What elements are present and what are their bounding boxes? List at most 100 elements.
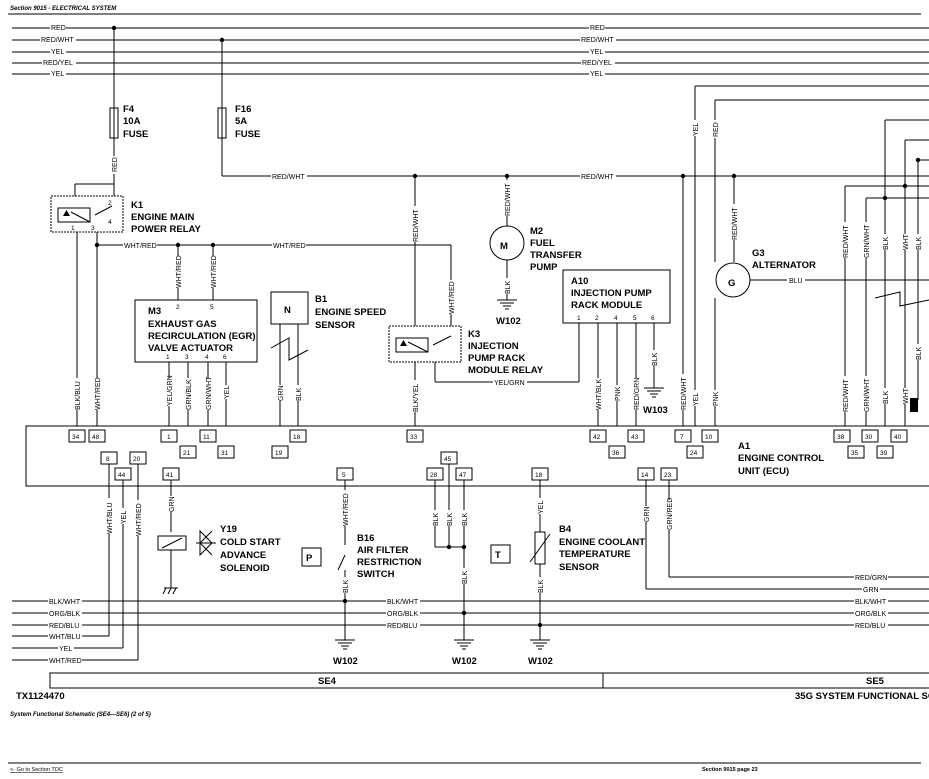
svg-text:WHT/BLU: WHT/BLU bbox=[49, 634, 81, 641]
svg-text:ORG/BLK: ORG/BLK bbox=[49, 611, 80, 618]
svg-text:YEL: YEL bbox=[224, 386, 231, 399]
svg-text:2: 2 bbox=[176, 304, 180, 311]
svg-text:GRN: GRN bbox=[644, 506, 651, 522]
svg-text:WHT: WHT bbox=[903, 387, 910, 404]
section-se5: SE5 bbox=[866, 676, 885, 687]
bus-label-redyel-right: RED/YEL bbox=[582, 60, 612, 67]
lower-harness: WHT/BLU YEL WHT/RED GRN GRN/RED BLK/WHT … bbox=[12, 464, 929, 665]
toc-link[interactable]: <- Go to Section TOC bbox=[10, 767, 63, 773]
k1-line1: ENGINE MAIN bbox=[131, 212, 194, 223]
b4-line3: SENSOR bbox=[559, 562, 599, 573]
bus-label-yel-left: YEL bbox=[51, 49, 64, 56]
svg-text:GRN/RED: GRN/RED bbox=[667, 498, 674, 530]
b4-ground: W102 bbox=[528, 656, 553, 667]
figure-id: TX1124470 bbox=[16, 691, 65, 702]
g3-symbol: G bbox=[728, 278, 735, 289]
svg-text:RED/WHT: RED/WHT bbox=[843, 379, 850, 412]
svg-text:ORG/BLK: ORG/BLK bbox=[387, 611, 418, 618]
b16-id: B16 bbox=[357, 533, 374, 544]
bus-label-redwht-left: RED/WHT bbox=[41, 37, 74, 44]
svg-text:10: 10 bbox=[705, 434, 713, 441]
svg-text:14: 14 bbox=[641, 472, 649, 479]
svg-text:19: 19 bbox=[275, 450, 283, 457]
svg-text:RED: RED bbox=[713, 122, 720, 137]
svg-text:RED/WHT: RED/WHT bbox=[505, 183, 512, 216]
b16-symbol: P bbox=[306, 553, 313, 564]
fuse-f16: F16 5A FUSE RED/WHT RED/WHT bbox=[217, 40, 929, 181]
svg-text:34: 34 bbox=[72, 434, 80, 441]
k3-id: K3 bbox=[468, 329, 480, 340]
mid-ground: W102 bbox=[452, 656, 477, 667]
bus-label-red-left: RED bbox=[51, 25, 66, 32]
svg-text:7: 7 bbox=[680, 434, 684, 441]
b1-symbol: N bbox=[284, 305, 291, 316]
svg-text:RED/BLU: RED/BLU bbox=[387, 623, 417, 630]
b4-line2: TEMPERATURE bbox=[559, 549, 631, 560]
figure-caption: System Functional Schematic (SE4—SE6) (2… bbox=[10, 712, 151, 718]
svg-text:RED/GRN: RED/GRN bbox=[634, 378, 641, 410]
fuel-pump-m2: RED/WHT M BLK W102 M2 FUEL TRANSFER PUMP bbox=[489, 176, 582, 327]
coolant-sensor-b4: YEL T BLK W102 B4 ENGINE COOLANT TEMPERA… bbox=[490, 480, 645, 667]
y19-line1: COLD START bbox=[220, 537, 281, 548]
svg-text:18: 18 bbox=[293, 434, 301, 441]
svg-text:3: 3 bbox=[185, 354, 189, 361]
svg-text:4: 4 bbox=[614, 315, 618, 322]
svg-text:BLK/WHT: BLK/WHT bbox=[855, 599, 887, 606]
svg-text:WHT: WHT bbox=[903, 233, 910, 250]
svg-text:33: 33 bbox=[410, 434, 418, 441]
a10-line1: INJECTION PUMP bbox=[571, 288, 652, 299]
svg-text:RED/WHT: RED/WHT bbox=[681, 377, 688, 410]
svg-text:20: 20 bbox=[133, 456, 141, 463]
svg-text:5: 5 bbox=[210, 304, 214, 311]
svg-text:41: 41 bbox=[166, 472, 174, 479]
svg-text:GRN: GRN bbox=[863, 587, 879, 594]
svg-text:WHT/RED: WHT/RED bbox=[49, 658, 82, 665]
section-bar: SE4 SE5 TX1124470 35G SYSTEM FUNCTIONAL … bbox=[10, 672, 929, 718]
svg-text:39: 39 bbox=[880, 450, 888, 457]
a1-line2: UNIT (ECU) bbox=[738, 466, 789, 477]
k1-pin3-wire: WHT/RED bbox=[95, 377, 102, 410]
b16-line3: SWITCH bbox=[357, 569, 395, 580]
m2-symbol: M bbox=[500, 241, 508, 252]
ecu-pin-boxes: 34 48 1 21 11 31 19 18 33 42 36 43 7 24 … bbox=[68, 429, 908, 459]
svg-text:RED/WHT: RED/WHT bbox=[732, 207, 739, 240]
svg-text:28: 28 bbox=[430, 472, 438, 479]
svg-text:BLK: BLK bbox=[462, 570, 469, 584]
svg-text:WHT/RED: WHT/RED bbox=[449, 281, 456, 314]
svg-text:YEL: YEL bbox=[538, 501, 545, 514]
svg-text:GRN/WHT: GRN/WHT bbox=[864, 378, 871, 412]
svg-text:RED/GRN: RED/GRN bbox=[855, 575, 887, 582]
f16-wire-label: RED/WHT bbox=[272, 174, 305, 181]
f16-rating: 5A bbox=[235, 116, 247, 127]
svg-text:5: 5 bbox=[342, 472, 346, 479]
a10-line2: RACK MODULE bbox=[571, 300, 642, 311]
svg-text:PNK: PNK bbox=[615, 386, 622, 401]
bus-label-red-right: RED bbox=[590, 25, 605, 32]
svg-text:43: 43 bbox=[631, 434, 639, 441]
svg-text:40: 40 bbox=[894, 434, 902, 441]
b1-line1: ENGINE SPEED bbox=[315, 307, 386, 318]
f16-id: F16 bbox=[235, 104, 251, 115]
svg-text:BLK: BLK bbox=[538, 579, 545, 593]
air-filter-switch-b16: WHT/RED P BLK W102 B16 AIR FILTER RESTRI… bbox=[301, 480, 422, 667]
svg-text:1: 1 bbox=[71, 225, 75, 232]
section-se4: SE4 bbox=[318, 676, 337, 687]
svg-text:30: 30 bbox=[865, 434, 873, 441]
rack-module-a10: A10 INJECTION PUMP RACK MODULE 1 2 4 5 6… bbox=[562, 269, 671, 446]
svg-text:2: 2 bbox=[595, 315, 599, 322]
svg-text:WHT/BLU: WHT/BLU bbox=[107, 503, 114, 535]
f4-rating: 10A bbox=[123, 116, 141, 127]
alternator-g3: YEL RED RED/WHT YEL PNK RED/WHT G BLU G3… bbox=[679, 85, 929, 426]
m2-id: M2 bbox=[530, 226, 543, 237]
schematic-title: 35G SYSTEM FUNCTIONAL SCHE bbox=[795, 691, 929, 702]
b16-line1: AIR FILTER bbox=[357, 545, 409, 556]
m3-line3: VALVE ACTUATOR bbox=[148, 343, 233, 354]
svg-text:23: 23 bbox=[664, 472, 672, 479]
svg-text:45: 45 bbox=[444, 456, 452, 463]
g3-id: G3 bbox=[752, 248, 765, 259]
f16-wire-label-2: RED/WHT bbox=[581, 174, 614, 181]
svg-text:48: 48 bbox=[92, 434, 100, 441]
svg-text:YEL: YEL bbox=[59, 646, 72, 653]
g3-line1: ALTERNATOR bbox=[752, 260, 816, 271]
svg-text:BLK: BLK bbox=[883, 390, 890, 404]
